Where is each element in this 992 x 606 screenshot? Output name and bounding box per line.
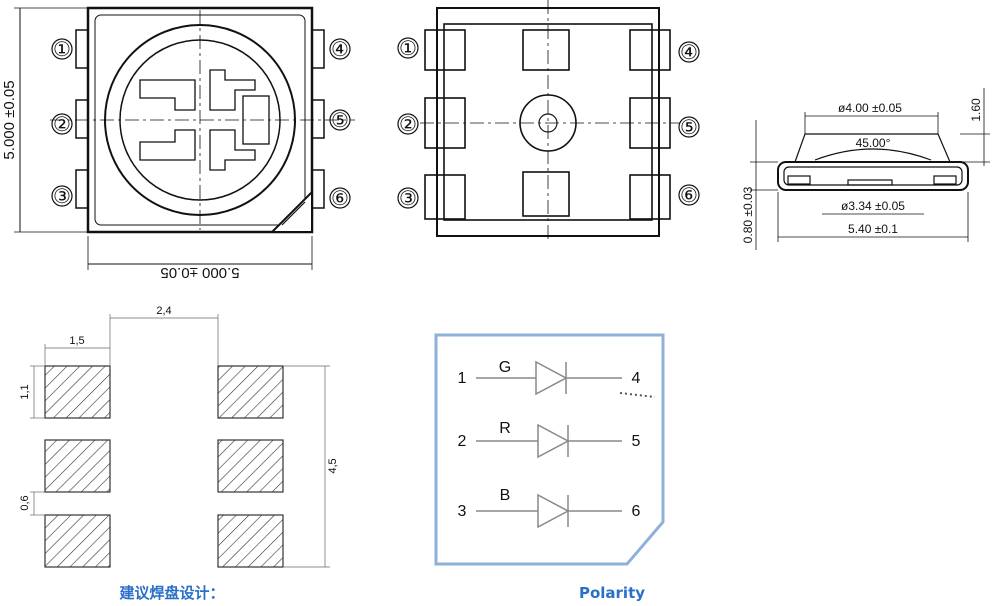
pin1-corner-chamfer [269, 189, 313, 233]
side-lead-right [933, 175, 957, 185]
pin-circle-2 [51, 113, 73, 135]
lens-diameter-label: ø4.00 ±0.05 [838, 101, 902, 115]
side-view [750, 88, 990, 250]
side-lens-profile [794, 133, 951, 163]
total-height-label: 4,5 [327, 458, 339, 473]
height-dimension-label: 5.000 ±0.05 [1, 80, 18, 159]
top-pin-label-5: ⑤ [331, 110, 349, 132]
side-lead-left [787, 175, 811, 185]
diode-b-triangle [537, 493, 570, 529]
chamfer-inner [281, 201, 306, 226]
pin-circle-1 [51, 38, 73, 60]
side-lens-arc [814, 148, 932, 161]
top-pin-label-6: ⑥ [331, 188, 349, 210]
pol-left-2: 2 [458, 433, 467, 450]
footprint-pad-1 [44, 365, 111, 419]
side-body [777, 161, 969, 191]
pad-width-label: 1,5 [69, 335, 84, 347]
top-pin-pad-6 [311, 169, 325, 209]
bottom-pad-3 [424, 174, 466, 220]
pol-left-1: 1 [458, 370, 467, 387]
bottom-pin-label-6: ⑥ [680, 185, 698, 207]
inner-lead-4 [209, 69, 256, 111]
side-height-label: 0.80 ±0.03 [741, 186, 755, 243]
body-width-label: 5.40 ±0.1 [848, 222, 898, 236]
inner-lead-3 [139, 129, 196, 161]
gap-label: 0,6 [19, 495, 31, 510]
pol-color-g: G [499, 359, 511, 376]
top-pin-label-3: ③ [53, 186, 71, 208]
side-lead-center [847, 179, 893, 186]
top-pin-label-1: ① [53, 39, 71, 61]
diode-r-triangle [537, 423, 570, 459]
pol-left-3: 3 [458, 503, 467, 520]
pin-circle-4 [329, 38, 351, 60]
pad-height-label: 1,1 [19, 384, 31, 399]
footprint-pad-3 [44, 514, 111, 568]
b-pin-circle-1 [397, 37, 419, 59]
top-pin-circles [51, 38, 351, 209]
b-pin-circle-5 [678, 116, 700, 138]
pad-design-caption: 建议焊盘设计： [119, 584, 224, 602]
bottom-pad-4 [629, 29, 671, 71]
top-pin-pad-2 [75, 99, 89, 139]
angle-label: 45.00° [856, 136, 891, 150]
inner-lead-1 [139, 79, 196, 111]
top-pin-labels: ① ② ③ ④ ⑤ ⑥ [53, 39, 349, 210]
bottom-pin-label-4: ④ [680, 42, 698, 64]
diode-g-triangle [535, 360, 568, 396]
top-pin-pad-1 [75, 29, 89, 69]
pitch-label: 2,4 [156, 305, 171, 317]
inner-lead-6 [209, 129, 256, 171]
pin-circle-3 [51, 185, 73, 207]
polarity-diagram: 1 G 4 2 R 5 3 B 6 Polarity [434, 333, 665, 602]
top-view [14, 6, 355, 270]
polarity-caption: Polarity [579, 584, 645, 602]
bottom-pad-1 [424, 29, 466, 71]
inner-diameter-label: ø3.34 ±0.05 [841, 199, 905, 213]
top-pin-pad-3 [75, 169, 89, 209]
bottom-pin-labels: ① ② ③ ④ ⑤ ⑥ [399, 38, 698, 210]
footprint-pad-6 [217, 514, 284, 568]
polarity-frame [434, 333, 665, 566]
bottom-pin-circles [397, 37, 700, 209]
pol-right-6: 6 [632, 503, 641, 520]
b-pin-circle-2 [397, 113, 419, 135]
bottom-pin-label-2: ② [399, 114, 417, 136]
b-pin-circle-4 [678, 41, 700, 63]
pad-layout: 2,4 1,5 1,1 4,5 0,6 建议焊盘设计： [19, 305, 339, 602]
bottom-pin-label-5: ⑤ [680, 117, 698, 139]
b-pin-circle-6 [678, 184, 700, 206]
bottom-pad-top-center [522, 29, 570, 71]
pin4-marker [619, 392, 656, 398]
bottom-pin-label-1: ① [399, 38, 417, 60]
pol-color-r: R [499, 420, 511, 437]
side-view-labels: ø4.00 ±0.05 45.00° ø3.34 ±0.05 5.40 ±0.1… [741, 98, 983, 243]
b-pin-circle-3 [397, 187, 419, 209]
footprint-pad-5 [217, 439, 284, 493]
footprint-pad-2 [44, 439, 111, 493]
pol-right-4: 4 [632, 370, 641, 387]
top-pin-pad-4 [311, 29, 325, 69]
pin-circle-6 [329, 187, 351, 209]
bottom-pad-bottom-center [522, 171, 570, 217]
pin-circle-5 [329, 109, 351, 131]
pol-right-5: 5 [632, 433, 641, 450]
pol-color-b: B [500, 487, 511, 504]
bottom-pin-label-3: ③ [399, 188, 417, 210]
width-dimension-label: 5.000 ±0.05 [160, 264, 239, 281]
top-pin-label-2: ② [53, 114, 71, 136]
top-pin-label-4: ④ [331, 39, 349, 61]
footprint-pad-4 [217, 365, 284, 419]
top-pin-pad-5 [311, 99, 325, 139]
top-height-label: 1.60 [969, 98, 983, 122]
bottom-pad-6 [629, 174, 671, 220]
bottom-view [420, 0, 680, 240]
